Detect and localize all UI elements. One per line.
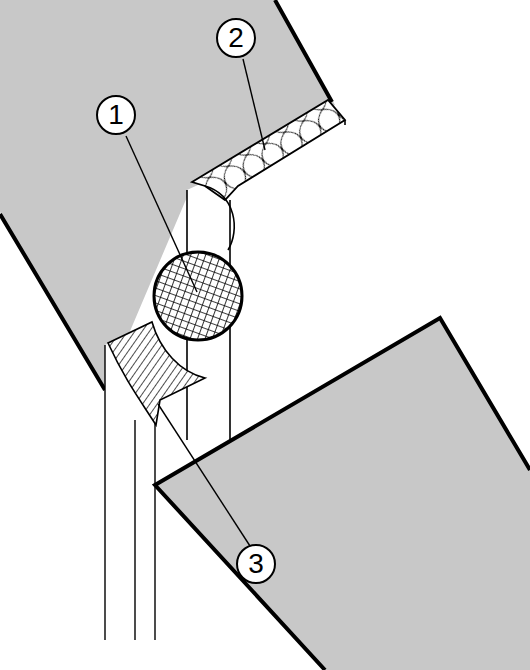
callout-number: 2 bbox=[228, 22, 244, 54]
callout-number: 1 bbox=[108, 99, 124, 131]
callout-circle: 2 bbox=[216, 18, 256, 58]
callout-number: 3 bbox=[248, 548, 264, 580]
callout-circle: 3 bbox=[236, 544, 276, 584]
callout-circle: 1 bbox=[96, 95, 136, 135]
